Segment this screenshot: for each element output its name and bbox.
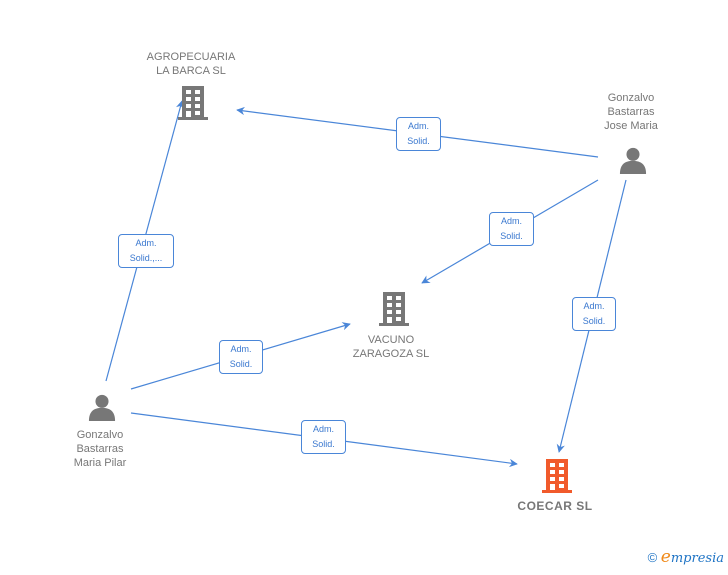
edge-role-label[interactable]: Adm. Solid. xyxy=(396,117,441,151)
node-label-gonzalvo_maria[interactable]: Gonzalvo Bastarras Maria Pilar xyxy=(73,429,127,469)
edge-role-label[interactable]: Adm. Solid.,... xyxy=(118,234,174,268)
building-icon[interactable] xyxy=(542,459,572,493)
node-label-agropecuaria[interactable]: AGROPECUARIA LA BARCA SL xyxy=(146,51,236,77)
building-icon[interactable] xyxy=(178,86,208,120)
footer-brand: © empresia xyxy=(648,547,724,567)
person-icon[interactable] xyxy=(619,147,647,174)
node-label-coecar[interactable]: COECAR SL xyxy=(517,499,593,513)
empresia-logo: empresia xyxy=(660,547,724,567)
person-icon[interactable] xyxy=(88,394,116,421)
node-label-gonzalvo_jose[interactable]: Gonzalvo Bastarras Jose Maria xyxy=(604,92,658,132)
building-icon[interactable] xyxy=(379,292,409,326)
edge-role-label[interactable]: Adm. Solid. xyxy=(301,420,346,454)
edge-role-label[interactable]: Adm. Solid. xyxy=(489,212,534,246)
edge-role-label[interactable]: Adm. Solid. xyxy=(572,297,616,331)
node-label-vacuno[interactable]: VACUNO ZARAGOZA SL xyxy=(352,334,430,360)
copyright-icon: © xyxy=(647,550,658,565)
edge-role-label[interactable]: Adm. Solid. xyxy=(219,340,263,374)
